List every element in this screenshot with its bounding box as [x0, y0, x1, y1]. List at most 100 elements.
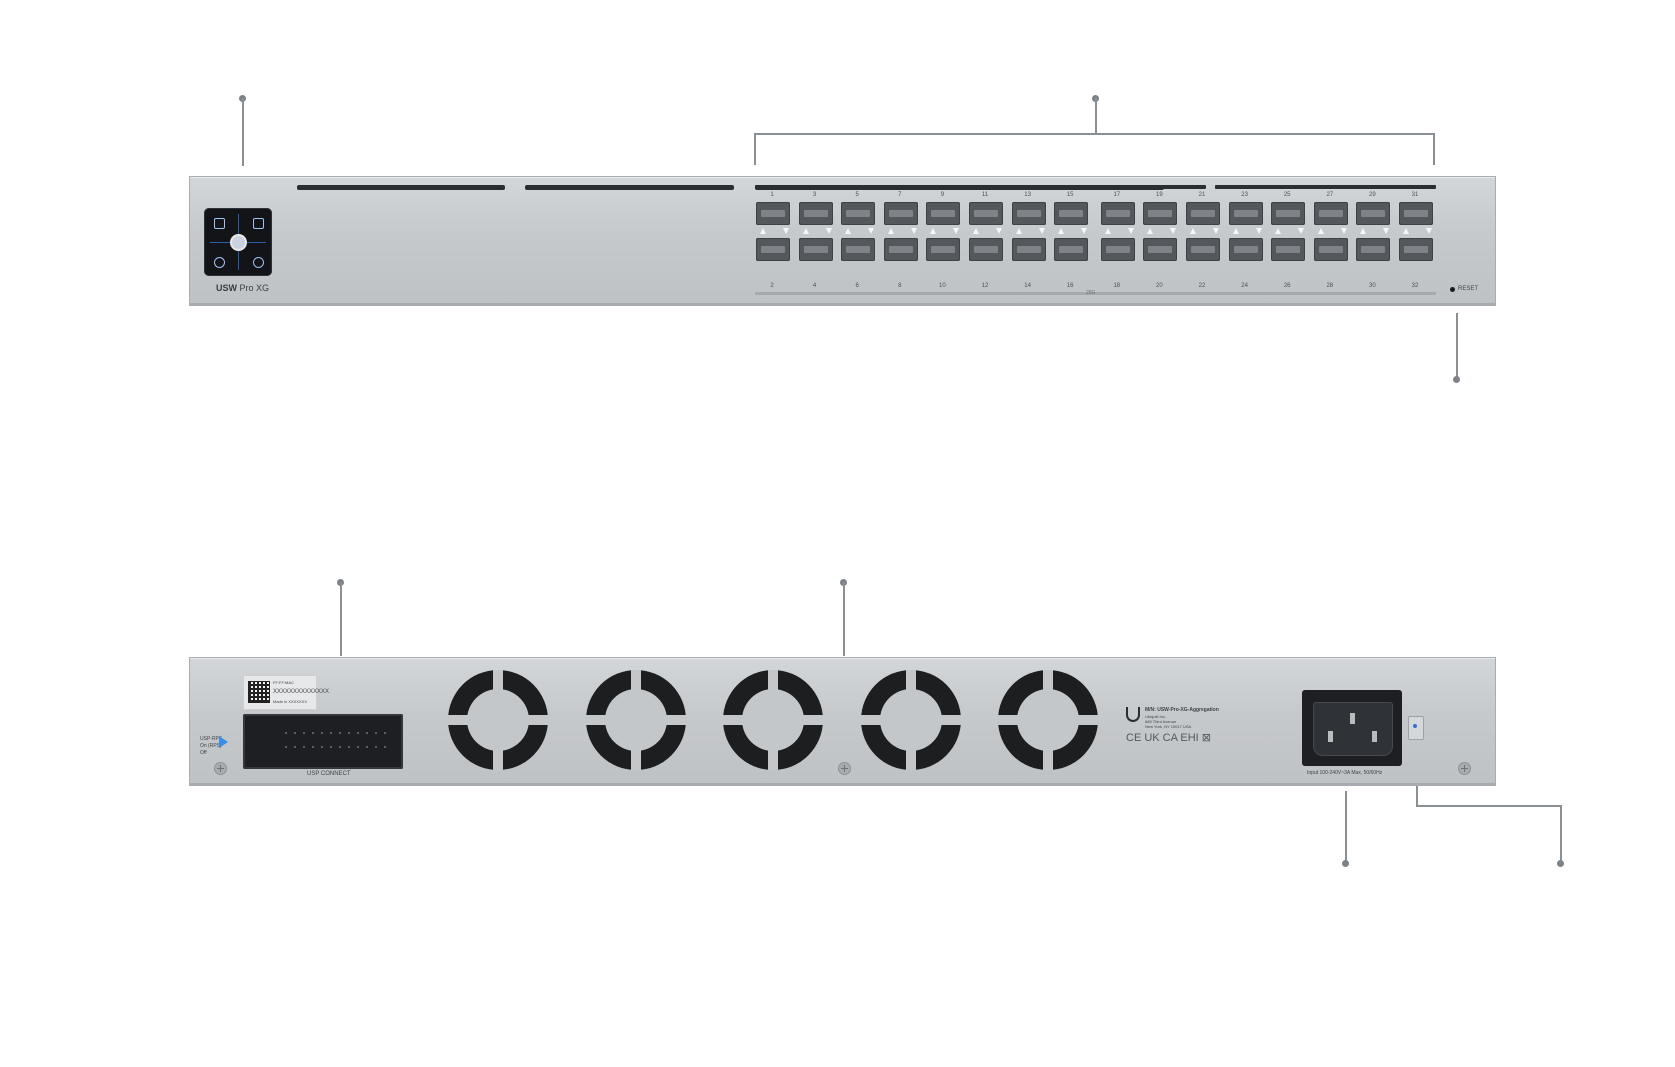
sfp-port[interactable] [1271, 238, 1306, 261]
port-number-label: 9 [940, 192, 945, 198]
port-number-label: 17 [1113, 192, 1121, 198]
port-group-bar [985, 185, 1206, 189]
callout-bracket-power-switch [1416, 805, 1562, 807]
sfp-port[interactable] [1356, 238, 1391, 261]
connector-pin [303, 732, 305, 734]
callout-dot-reset [1453, 376, 1460, 383]
connector-pin [339, 746, 341, 748]
connector-pin [303, 746, 305, 748]
connector-pin [357, 746, 359, 748]
sfp-port[interactable] [798, 202, 833, 225]
led-label-usp-rps: USP-RPS [200, 736, 223, 742]
callout-bracket-right [1433, 133, 1435, 165]
power-inlet[interactable] [1302, 690, 1402, 766]
usp-connect-port[interactable] [243, 714, 403, 769]
power-switch-indicator-icon [1413, 724, 1417, 728]
sfp-port[interactable] [1313, 238, 1348, 261]
port-speed-label: 25G [1086, 290, 1096, 296]
settings-icon [253, 257, 264, 268]
callout-line-reset [1456, 313, 1458, 379]
connector-pin [339, 732, 341, 734]
sfp-port[interactable] [883, 238, 918, 261]
port-led-down-icon [1038, 228, 1045, 234]
sfp-port[interactable] [926, 202, 961, 225]
sfp-port[interactable] [1100, 202, 1135, 225]
sfp-port[interactable] [1054, 238, 1089, 261]
reset-button[interactable] [1450, 287, 1455, 292]
usp-connect-label: USP CONNECT [307, 771, 351, 777]
callout-bracket-left [754, 133, 756, 165]
port-number-label: 30 [1369, 283, 1376, 289]
port-led-down-icon [1340, 228, 1347, 234]
connector-pin [321, 732, 323, 734]
port-led-down-icon [1081, 228, 1088, 234]
callout-line-sfp-ports [1095, 98, 1097, 134]
port-led-up-icon [1190, 228, 1196, 234]
port-led-down-icon [783, 228, 789, 234]
connector-pin [366, 746, 368, 748]
sfp-port[interactable] [798, 238, 833, 261]
connector-pin [375, 746, 377, 748]
sfp-port[interactable] [756, 238, 790, 261]
port-led-up-icon [1104, 228, 1111, 234]
sfp-port[interactable] [1271, 202, 1306, 225]
sfp-port[interactable] [1186, 238, 1220, 261]
connector-pin [384, 732, 386, 734]
port-led-down-icon [1383, 228, 1390, 234]
port-led-down-icon [1426, 228, 1432, 234]
sfp-port[interactable] [1011, 238, 1046, 261]
sfp-port[interactable] [926, 238, 961, 261]
sfp-port[interactable] [883, 202, 918, 225]
sfp-port[interactable] [969, 238, 1003, 261]
connector-pin [285, 746, 287, 748]
sfp-port[interactable] [969, 202, 1003, 225]
led-label-on-rps: On (RPS) [200, 743, 222, 749]
port-number-label: 32 [1411, 283, 1419, 289]
port-number-label: 1 [770, 192, 774, 198]
port-number-label: 2 [770, 283, 774, 289]
rear-panel: USP-RPS On (RPS) Off FF:FF:MAC XXXXXXXXX… [189, 657, 1496, 786]
port-number-label: 24 [1241, 283, 1248, 289]
port-number-label: 10 [939, 283, 946, 289]
sfp-port[interactable] [1054, 202, 1089, 225]
sfp-port[interactable] [1399, 202, 1433, 225]
touch-display[interactable] [204, 208, 272, 276]
sfp-port[interactable] [1356, 202, 1391, 225]
sfp-port[interactable] [1399, 238, 1433, 261]
model-name: Pro XG [239, 283, 270, 293]
sfp-port[interactable] [1143, 238, 1178, 261]
port-number-label: 25 [1283, 192, 1291, 198]
port-led-up-icon [1403, 228, 1409, 234]
sfp-port[interactable] [1186, 202, 1220, 225]
sfp-port[interactable] [841, 238, 876, 261]
sfp-port[interactable] [1313, 202, 1348, 225]
brand-line: M/N: USW-Pro-XG-Aggregation [1145, 707, 1219, 713]
sfp-port[interactable] [1228, 238, 1263, 261]
iec-socket [1313, 702, 1393, 756]
port-led-down-icon [1127, 228, 1134, 234]
sfp-port[interactable] [1228, 202, 1263, 225]
port-group-bar [1215, 185, 1436, 189]
port-led-up-icon [1015, 228, 1022, 234]
sfp-port[interactable] [1100, 238, 1135, 261]
power-switch[interactable] [1408, 716, 1424, 740]
vent-slot [525, 185, 734, 190]
sfp-port[interactable] [756, 202, 790, 225]
sfp-port[interactable] [1011, 202, 1046, 225]
port-led-up-icon [930, 228, 937, 234]
port-speed-bar [755, 292, 1436, 295]
port-number-label: 23 [1241, 192, 1248, 198]
port-number-label: 27 [1326, 192, 1334, 198]
sfp-port[interactable] [841, 202, 876, 225]
mounting-screw [214, 762, 227, 775]
connector-pin [330, 746, 332, 748]
connector-pin [348, 746, 350, 748]
port-led-up-icon [1058, 228, 1065, 234]
connector-pin [384, 746, 386, 748]
brand-line: New York, NY 10017 USA [1145, 724, 1192, 729]
sfp-port[interactable] [1143, 202, 1178, 225]
sticker-line: Made in XXXXXXX [273, 699, 308, 704]
model-brand: USW [216, 283, 237, 293]
